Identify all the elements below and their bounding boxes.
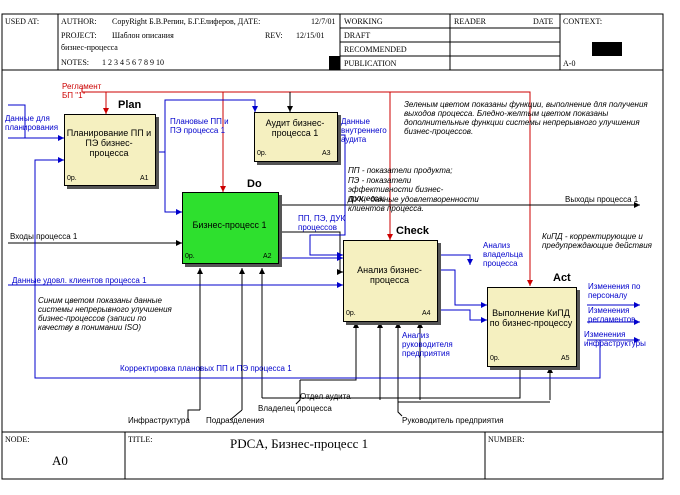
status-draft: DRAFT	[344, 31, 371, 40]
stage-act: Act	[553, 272, 571, 284]
rev-value: 12/15/01	[296, 31, 325, 40]
note-pe: ПЭ - показатели эффективности бизнес-про…	[348, 176, 444, 203]
mgmt-analysis-arrow	[437, 309, 487, 323]
box-a4-label: Анализ бизнес-процесса	[357, 265, 422, 285]
owner-analysis-label: Анализ владельца процесса	[483, 241, 523, 268]
stage-plan: Plan	[118, 99, 142, 111]
date-label: DATE	[533, 17, 554, 26]
owner-analysis-arrow	[437, 254, 473, 265]
box-a1-num: A1	[140, 175, 149, 182]
number-label: NUMBER:	[488, 435, 525, 444]
box-a5-tag: 0р.	[490, 355, 500, 362]
project-label: PROJECT:	[61, 31, 97, 40]
box-a1[interactable]	[64, 114, 156, 186]
correction-label: Корректировка плановых ПП и ПЭ процесса …	[120, 364, 292, 373]
box-a4-num: A4	[422, 310, 431, 317]
node-value: A0	[52, 453, 68, 468]
box-a5-num: A5	[561, 355, 570, 362]
status-recommended: RECOMMENDED	[344, 45, 407, 54]
reglament-arrow	[81, 88, 533, 286]
box-a2[interactable]	[182, 192, 279, 264]
note-kipd: КиПД - корректирующие и предупреждающие …	[542, 232, 652, 250]
box-a5[interactable]	[487, 287, 577, 367]
status-publication: PUBLICATION	[344, 59, 397, 68]
changes-infra-label: Изменения инфраструктуры	[584, 330, 646, 348]
note-pp: ПП - показатели продукта;	[348, 166, 453, 175]
note-blue: Синим цветом показаны данные системы неп…	[38, 296, 172, 332]
status-working: WORKING	[344, 17, 383, 26]
title-label: TITLE:	[128, 435, 153, 444]
note-colors: Зеленым цветом показаны функции, выполне…	[404, 100, 648, 136]
plan-pp-label: Плановые ПП и ПЭ процесса 1	[170, 117, 229, 135]
box-a4[interactable]	[343, 240, 438, 322]
used-at-label: USED AT:	[5, 17, 40, 26]
audit-data-label: Данные внутреннего аудита	[341, 117, 387, 144]
changes-regs-label: Изменения регламентов	[588, 306, 636, 324]
mgmt-analysis-label: Анализ руководителя предприятия	[402, 331, 453, 358]
note-duk: ДУК - данные удовлетворенности клиентов …	[348, 195, 479, 213]
box-a2-num: A2	[263, 253, 272, 260]
box-a5-label: Выполнение КиПД по бизнес-процессу	[489, 308, 573, 328]
box-a2-tag: 0р.	[185, 253, 195, 260]
owner-label: Владелец процесса	[258, 404, 332, 413]
author-value: CopyRight Б.В.Репин, Б.Г.Елиферов, ДАТЕ:	[112, 17, 261, 26]
rev-label: REV:	[265, 31, 283, 40]
diagram-title: PDCA, Бизнес-процесс 1	[230, 436, 369, 451]
outputs-label: Выходы процесса 1	[565, 195, 639, 204]
project-value: Шаблон описания	[112, 31, 174, 40]
box-a1-label: Планирование ПП и ПЭ бизнес-процесса	[66, 128, 152, 158]
changes-staff-label: Изменения по персоналу	[588, 282, 641, 300]
box-a3-tag: 0р.	[257, 150, 267, 157]
planning-data-label: Данные для планирования	[5, 114, 59, 132]
box-a3-label: Аудит бизнес-процесса 1	[265, 118, 325, 138]
box-a3[interactable]	[254, 112, 338, 162]
project-value-2: бизнес-процесса	[61, 43, 118, 52]
reglament-label: Регламент БП "1"	[62, 82, 102, 100]
audit-dept-label: Отдел аудита	[300, 392, 351, 401]
node-label: NODE:	[5, 435, 30, 444]
box-a2-label: Бизнес-процесс 1	[192, 220, 267, 230]
notes-label: NOTES:	[61, 58, 89, 67]
infrastructure-label: Инфраструктура	[128, 416, 190, 425]
pp-pe-duk-label: ПП, ПЭ, ДУК процессов	[298, 214, 346, 232]
correction-arrow	[34, 157, 601, 379]
box-a3-num: A3	[322, 150, 331, 157]
satisfaction-label: Данные удовл. клиентов процесса 1	[12, 276, 147, 285]
departments-label: Подразделения	[206, 416, 265, 425]
stage-check: Check	[396, 225, 430, 237]
box-a1-tag: 0р.	[67, 175, 77, 182]
context-label: CONTEXT:	[563, 17, 603, 26]
inputs-label: Входы процесса 1	[10, 232, 78, 241]
plan-pp-arrow	[155, 151, 182, 215]
reader-label: READER	[454, 17, 486, 26]
author-label: AUTHOR:	[61, 17, 97, 26]
stage-do: Do	[247, 178, 262, 190]
context-node: A-0	[563, 59, 576, 68]
head-label: Руководитель предприятия	[402, 416, 504, 425]
date-value: 12/7/01	[311, 17, 336, 26]
box-a4-tag: 0р.	[346, 310, 356, 317]
notes-value: 1 2 3 4 5 6 7 8 9 10	[102, 58, 164, 67]
